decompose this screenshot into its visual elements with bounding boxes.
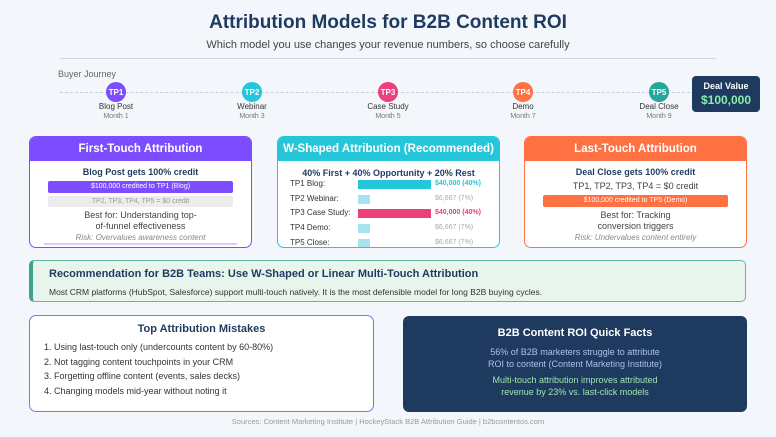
mistakes-box: Top Attribution Mistakes 1. Using last-t… <box>29 315 374 412</box>
deal-value-label: Deal Value <box>703 81 749 91</box>
w-row-value: $6,667 (7%) <box>435 224 474 232</box>
w-row-label: TP3 Case Study: <box>290 208 351 218</box>
last-touch-title: Last-Touch Attribution <box>525 137 746 161</box>
recommendation-text: Most CRM platforms (HubSpot, Salesforce)… <box>49 287 543 297</box>
quick-facts-box: B2B Content ROI Quick Facts 56% of B2B m… <box>403 316 747 412</box>
last-touch-credit-bar: $100,000 credited to TP5 (Demo) <box>543 195 728 207</box>
touchpoint-name: Blog Post <box>98 102 134 111</box>
mistake-item: 1. Using last-touch only (undercounts co… <box>44 342 274 352</box>
sources: Sources: Content Marketing Institute | H… <box>231 417 545 426</box>
first-touch-credit-bar: $100,000 credited to TP1 (Blog) <box>48 181 233 193</box>
first-touch-subtitle: Blog Post gets 100% credit <box>82 167 199 177</box>
touchpoint-tp1: TP1 <box>106 82 126 102</box>
touchpoint-tp5: TP5 <box>649 82 669 102</box>
page-subtitle: Which model you use changes your revenue… <box>206 39 570 51</box>
w-row-bar <box>358 209 431 219</box>
w-shaped-row: TP2 Webinar: $6,667 (7%) <box>290 194 495 206</box>
w-row-label: TP1 Blog: <box>290 179 326 188</box>
last-touch-best-for: Best for: Tracking conversion triggers <box>597 210 674 231</box>
touchpoint-name: Case Study <box>367 102 409 111</box>
touchpoint-name: Demo <box>512 102 534 111</box>
first-touch-zero-bar: TP2, TP3, TP4, TP5 = $0 credit <box>48 196 233 207</box>
touchpoint-tp2: TP2 <box>242 82 262 102</box>
w-shaped-title: W-Shaped Attribution (Recommended) <box>278 137 499 161</box>
mistake-item: 2. Not tagging content touchpoints in yo… <box>44 356 234 367</box>
touchpoint-tp3: TP3 <box>378 82 398 102</box>
mistake-item: 4. Changing models mid-year without noti… <box>44 385 227 396</box>
first-touch-risk: Risk: Overvalues awareness content <box>75 233 206 242</box>
w-row-label: TP2 Webinar: <box>290 193 339 203</box>
w-row-value: $40,000 (40%) <box>435 180 481 187</box>
touchpoint-tp4: TP4 <box>513 82 533 102</box>
mistakes-title: Top Attribution Mistakes <box>137 323 266 335</box>
buyer-journey-label: Buyer Journey <box>58 69 117 79</box>
last-touch-subtitle: Deal Close gets 100% credit <box>575 167 696 177</box>
first-touch-best-for: Best for: Understanding top-of-funnel ef… <box>84 210 197 231</box>
w-shaped-subtitle: 40% First + 40% Opportunity + 20% Rest <box>302 168 475 178</box>
touchpoint-month: Month 1 <box>103 113 129 120</box>
touchpoint-name: Deal Close <box>639 102 679 111</box>
last-touch-zero-text: TP1, TP2, TP3, TP4 = $0 credit <box>572 181 699 191</box>
first-touch-title: First-Touch Attribution <box>30 137 251 161</box>
w-row-value: $40,000 (40%) <box>435 209 481 217</box>
w-shaped-row: TP3 Case Study: $40,000 (40%) <box>290 208 495 220</box>
deal-value: $100,000 <box>700 93 752 107</box>
w-row-label: TP5 Close: <box>290 237 330 247</box>
touchpoint-month: Month 9 <box>646 113 672 120</box>
page-title: Attribution Models for B2B Content ROI <box>209 12 567 33</box>
touchpoint-month: Month 7 <box>510 113 536 120</box>
w-shaped-card: W-Shaped Attribution (Recommended) 40% F… <box>277 136 500 248</box>
mistake-item: 3. Forgetting offline content (events, s… <box>44 371 240 381</box>
divider <box>60 58 716 59</box>
last-touch-risk: Risk: Undervalues content entirely <box>574 233 697 242</box>
deal-value-box: Deal Value $100,000 <box>692 76 760 112</box>
touchpoint-month: Month 3 <box>239 113 265 120</box>
w-row-bar <box>358 238 371 247</box>
fact-2: Multi-touch attribution improves attribu… <box>492 375 658 397</box>
w-row-value: $6,667 (7%) <box>435 194 474 202</box>
w-shaped-row: TP5 Close: $6,667 (7%) <box>290 237 495 247</box>
w-shaped-row: TP4 Demo: $6,667 (7%) <box>290 223 495 235</box>
touchpoint-name: Webinar <box>237 102 267 111</box>
fact-1: 56% of B2B marketers struggle to attribu… <box>487 347 663 369</box>
last-touch-card: Last-Touch Attribution Deal Close gets 1… <box>524 136 747 248</box>
w-row-value: $6,667 (7%) <box>435 238 474 246</box>
w-row-bar <box>358 180 431 189</box>
w-row-bar <box>358 224 371 234</box>
divider <box>44 243 237 245</box>
w-row-bar <box>358 194 371 204</box>
touchpoint-month: Month 5 <box>375 113 401 120</box>
facts-title: B2B Content ROI Quick Facts <box>497 327 653 339</box>
first-touch-card: First-Touch Attribution Blog Post gets 1… <box>29 136 252 248</box>
w-shaped-row: TP1 Blog: $40,000 (40%) <box>290 179 495 191</box>
w-row-label: TP4 Demo: <box>290 223 331 233</box>
recommendation-title: Recommendation for B2B Teams: Use W-Shap… <box>49 268 479 280</box>
recommendation-box: Recommendation for B2B Teams: Use W-Shap… <box>29 260 746 302</box>
